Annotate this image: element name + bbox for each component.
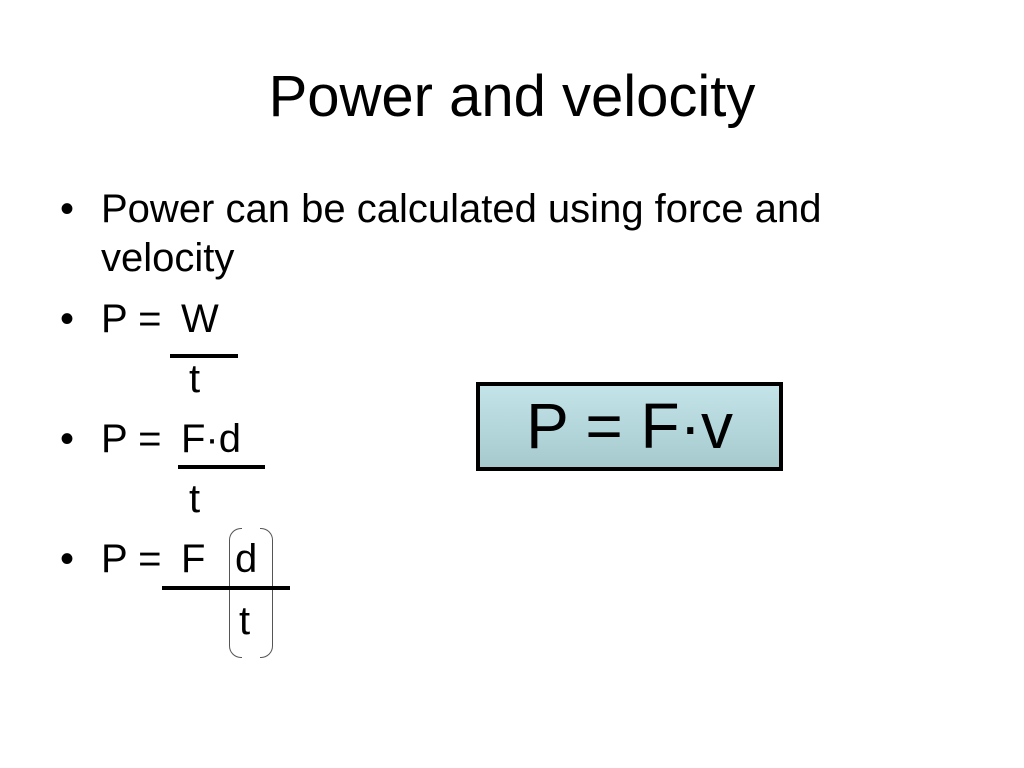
equation-lhs: P = xyxy=(101,537,162,581)
equation-factor: F xyxy=(181,537,206,581)
equation-numerator: d xyxy=(235,537,258,581)
result-formula-box: P = F·v xyxy=(476,382,783,471)
bullet-marker: • xyxy=(60,297,75,341)
equation-denominator: t xyxy=(189,357,201,401)
equation-lhs: P = xyxy=(101,417,162,461)
bullet-marker: • xyxy=(60,187,75,231)
equation-numerator: F·d xyxy=(181,417,241,461)
equation-lhs: P = xyxy=(101,297,162,341)
bullet-marker: • xyxy=(60,417,75,461)
bullet-text-line1: Power can be calculated using force and xyxy=(101,187,822,231)
slide-title: Power and velocity xyxy=(268,64,756,129)
equation-numerator: W xyxy=(181,297,219,341)
fraction-bar xyxy=(162,586,290,590)
equation-denominator: t xyxy=(239,599,251,643)
bullet-text-line2: velocity xyxy=(101,236,235,280)
right-parenthesis xyxy=(260,528,273,658)
result-formula: P = F·v xyxy=(526,390,733,462)
fraction-bar xyxy=(178,465,265,469)
equation-denominator: t xyxy=(189,477,201,521)
fraction-bar xyxy=(170,354,238,358)
bullet-marker: • xyxy=(60,537,75,581)
